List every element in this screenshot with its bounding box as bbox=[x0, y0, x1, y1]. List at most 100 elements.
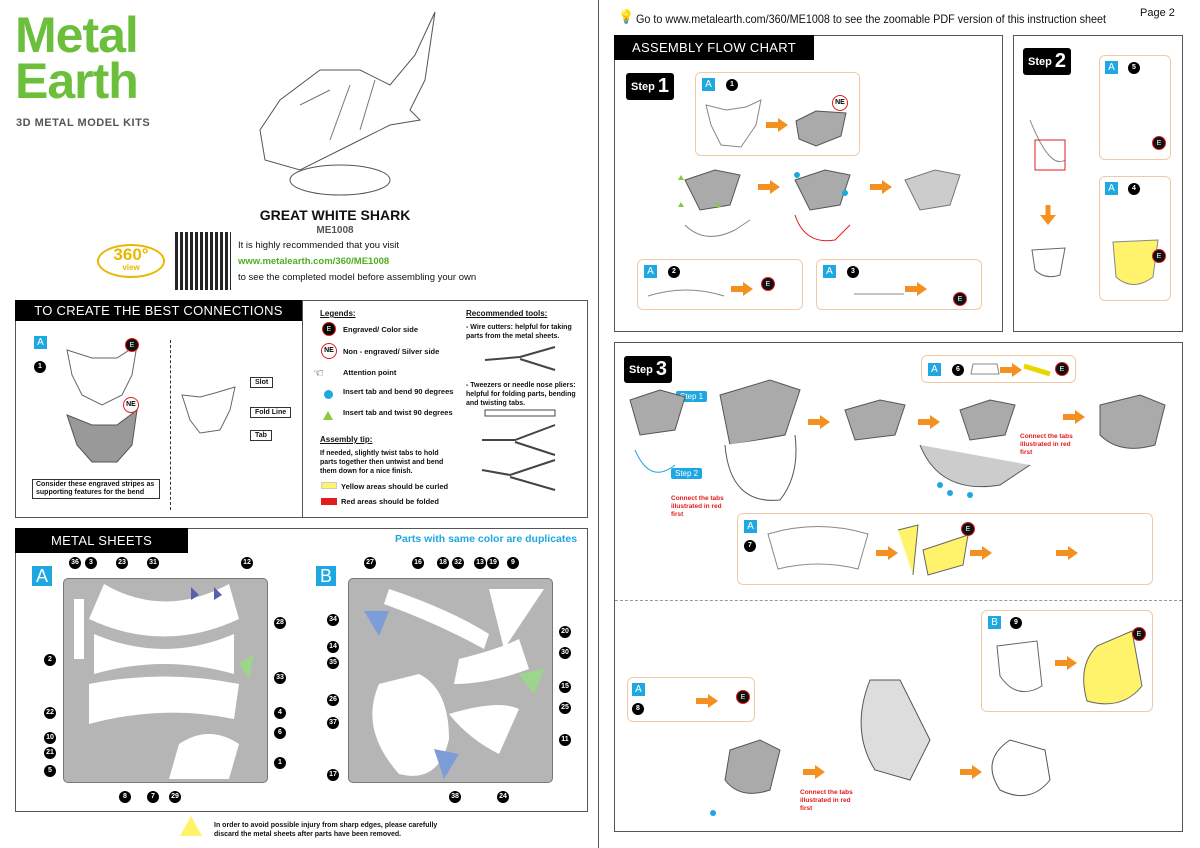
yellow-legend: Yellow areas should be curled bbox=[341, 482, 449, 491]
part-number-badge: 36 bbox=[69, 557, 81, 569]
part-number-badge: 17 bbox=[327, 769, 339, 781]
connections-title: TO CREATE THE BEST CONNECTIONS bbox=[15, 300, 302, 321]
sheet-label: A bbox=[823, 265, 836, 278]
legend-item: Insert tab and twist 90 degrees bbox=[343, 408, 453, 417]
part-folded-drawing bbox=[795, 110, 847, 147]
visit-text: It is highly recommended that you visit bbox=[238, 240, 400, 251]
part-badge: 9 bbox=[1010, 617, 1022, 629]
part-number-badge: 13 bbox=[474, 557, 486, 569]
part-number-badge: 28 bbox=[274, 617, 286, 629]
step-1-badge: Step 1 bbox=[626, 73, 675, 100]
arrow-icon bbox=[731, 282, 753, 296]
legend-item: Engraved/ Color side bbox=[343, 325, 419, 334]
red-swatch bbox=[321, 498, 337, 505]
fold-line-label: Fold Line bbox=[250, 407, 292, 418]
view-label: view bbox=[122, 263, 140, 272]
part-curled-drawing bbox=[1023, 363, 1051, 377]
engraved-marker: E bbox=[961, 522, 975, 536]
part-badge: 1 bbox=[34, 361, 46, 373]
green-triangle-icon bbox=[323, 411, 333, 420]
part-number-badge: 31 bbox=[147, 557, 159, 569]
engraved-marker: E bbox=[1152, 136, 1166, 150]
part-number-badge: 20 bbox=[559, 626, 571, 638]
qr-code[interactable] bbox=[175, 232, 231, 290]
zoomable-pdf-tip[interactable]: Go to www.metalearth.com/360/ME1008 to s… bbox=[636, 12, 1107, 26]
part-number-badge: 38 bbox=[449, 791, 461, 803]
sheet-label: A bbox=[928, 363, 941, 376]
legend-title: Legends: bbox=[320, 309, 356, 318]
metal-sheets-title: METAL SHEETS bbox=[15, 528, 188, 553]
step2-callout: Step 2 bbox=[671, 468, 703, 479]
part-number-badge: 15 bbox=[559, 681, 571, 693]
metal-sheets-section bbox=[15, 528, 588, 812]
engraved-legend-icon: E bbox=[322, 322, 336, 336]
part-curled-drawing bbox=[1112, 239, 1159, 285]
engraved-marker: E bbox=[736, 690, 750, 704]
part-1-diagram bbox=[66, 343, 138, 463]
sheet-label: A bbox=[744, 520, 757, 533]
tip-title: Assembly tip: bbox=[320, 435, 373, 444]
warning-text: In order to avoid possible injury from s… bbox=[214, 822, 438, 838]
step3-assembly-illustration bbox=[629, 379, 1166, 501]
arrow-icon bbox=[876, 546, 898, 560]
tab-slot-diagram bbox=[181, 386, 236, 434]
sheet-b-label: B bbox=[316, 566, 336, 586]
360-view-logo[interactable]: 360°view bbox=[97, 244, 165, 278]
metal-sheet-b bbox=[348, 578, 553, 783]
tools-illustration bbox=[481, 346, 556, 491]
sheet-a-label: A bbox=[32, 566, 52, 586]
part-number-badge: 12 bbox=[241, 557, 253, 569]
part-badge: 1 bbox=[726, 79, 738, 91]
arrow-icon bbox=[870, 180, 892, 194]
stripes-note: Consider these engraved stripes as suppo… bbox=[32, 479, 160, 499]
part-flat-drawing bbox=[996, 640, 1043, 693]
part-number-badge: 24 bbox=[497, 791, 509, 803]
engraved-marker: E bbox=[953, 292, 967, 306]
slot-label: Slot bbox=[250, 377, 274, 388]
part-badge: 5 bbox=[1128, 62, 1140, 74]
lightbulb-icon: 💡 bbox=[618, 9, 635, 24]
part-number-badge: 32 bbox=[452, 557, 464, 569]
metal-sheet-a bbox=[63, 578, 268, 783]
part-flat-drawing bbox=[705, 99, 762, 148]
part-number-badge: 2 bbox=[44, 654, 56, 666]
arrow-icon bbox=[1055, 656, 1077, 670]
arrow-icon bbox=[960, 765, 982, 779]
wire-cutters-text: - Wire cutters: helpful for taking parts… bbox=[466, 324, 572, 340]
sheet-label: A bbox=[644, 265, 657, 278]
step-number: 1 bbox=[657, 75, 670, 97]
part-number-badge: 8 bbox=[119, 791, 131, 803]
model-url-link[interactable]: www.metalearth.com/360/ME1008 bbox=[238, 256, 390, 267]
warning-icon bbox=[180, 816, 202, 836]
connect-tabs-note: Connect the tabs illustrated in red firs… bbox=[671, 495, 724, 518]
part-number-badge: 29 bbox=[169, 791, 181, 803]
legend-item: Non - engraved/ Silver side bbox=[343, 347, 440, 356]
arrow-icon bbox=[803, 765, 825, 779]
tab-label: Tab bbox=[250, 430, 272, 441]
step-word: Step bbox=[629, 364, 653, 376]
part-number-badge: 21 bbox=[44, 747, 56, 759]
tools-title: Recommended tools: bbox=[466, 309, 548, 318]
part-curled-drawing bbox=[897, 524, 969, 576]
part-badge: 4 bbox=[1128, 183, 1140, 195]
step-word: Step bbox=[1028, 56, 1052, 68]
part-number-badge: 35 bbox=[327, 657, 339, 669]
arrow-icon bbox=[758, 180, 780, 194]
non-engraved-marker: NE bbox=[123, 397, 139, 413]
part-number-badge: 25 bbox=[559, 702, 571, 714]
engraved-marker: E bbox=[1132, 627, 1146, 641]
part-flat-drawing bbox=[647, 289, 725, 297]
duplicates-note: Parts with same color are duplicates bbox=[395, 533, 578, 545]
pointing-hand-icon: ☜ bbox=[313, 366, 324, 380]
step2-assembly-illustration bbox=[1029, 119, 1066, 278]
step1-callout: Step 1 bbox=[676, 391, 708, 402]
part-number-badge: 37 bbox=[327, 717, 339, 729]
part-number-badge: 34 bbox=[327, 614, 339, 626]
part-number-badge: 7 bbox=[147, 791, 159, 803]
step-number: 2 bbox=[1054, 50, 1067, 72]
